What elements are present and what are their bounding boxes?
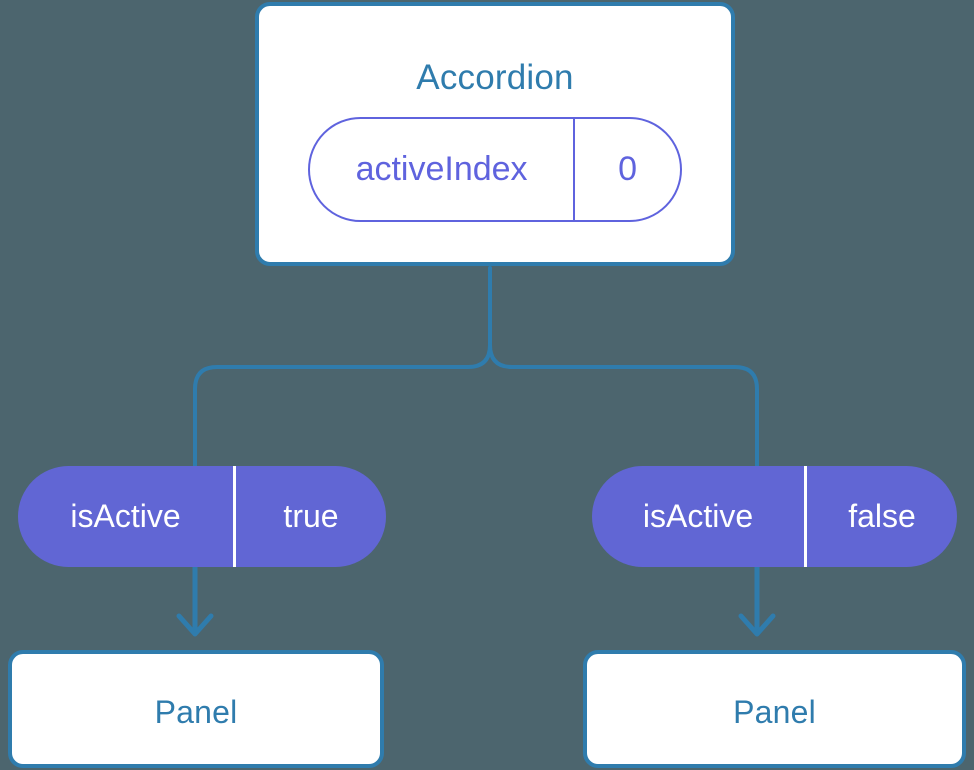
tree-branch-connector-right: [488, 343, 759, 468]
panel-title-left: Panel: [154, 694, 238, 730]
accordion-title: Accordion: [416, 58, 574, 97]
prop-pill-activeindex[interactable]: activeIndex 0: [308, 117, 682, 222]
prop-value-activeindex: 0: [573, 119, 680, 220]
prop-pill-isactive-true[interactable]: isActive true: [18, 466, 386, 567]
prop-value-isactive-right: false: [804, 466, 957, 567]
prop-key-isactive-right: isActive: [642, 498, 754, 534]
prop-pill-isactive-false[interactable]: isActive false: [592, 466, 957, 567]
panel-component-right[interactable]: Panel: [583, 650, 966, 768]
panel-component-left[interactable]: Panel: [8, 650, 384, 768]
prop-value-isactive-left: true: [233, 466, 386, 567]
panel-title-right: Panel: [733, 694, 816, 730]
prop-key-activeindex: activeIndex: [355, 150, 528, 188]
arrow-down-right: [738, 564, 776, 637]
tree-branch-connector: [193, 266, 492, 468]
prop-key-isactive-left: isActive: [70, 498, 181, 534]
arrow-down-left: [176, 564, 214, 637]
